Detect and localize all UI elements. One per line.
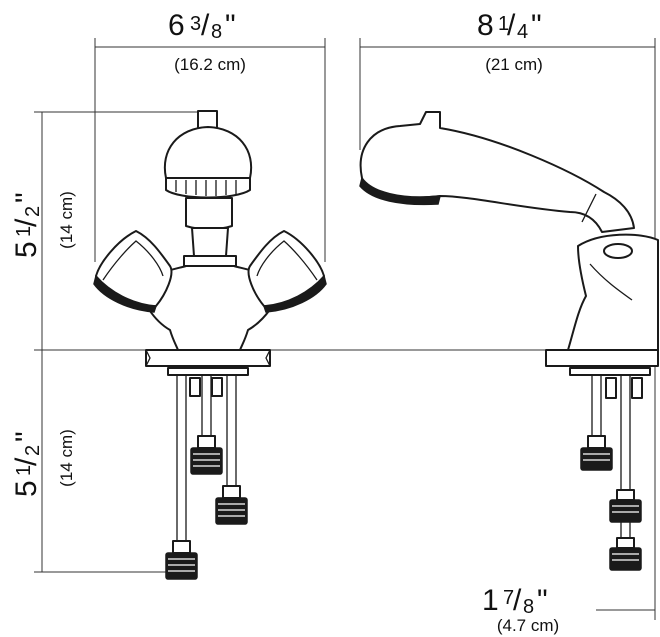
front-spray-head [163,126,253,179]
dim-height-above-unit: " [10,192,43,203]
dim-height-above-num: 1 [13,226,35,237]
svg-text:/: / [201,9,210,42]
dim-width-front-whole: 6 [168,9,185,42]
dim-offset-den: 8 [523,596,534,618]
svg-text:/: / [513,584,522,617]
svg-text:/: / [10,218,43,227]
dim-width-front-unit: " [225,9,236,42]
dim-width-side: 8 1 / 4 " (21 cm) [477,9,543,74]
dim-width-front-num: 3 [190,13,201,35]
dim-width-side-num: 1 [498,13,509,35]
front-neck [191,227,229,257]
dim-offset-metric: (4.7 cm) [497,616,559,635]
side-fitting-3 [609,537,642,571]
front-fitting-3 [165,540,198,580]
side-fitting-2 [609,489,642,523]
faucet-front-view [93,110,327,580]
side-spray-face [359,176,441,206]
dim-height-below-den: 2 [22,445,44,456]
dim-height-below-metric: (14 cm) [57,429,76,487]
dim-height-below-num: 1 [13,465,35,476]
dim-height-above: 5 1 / 2 " [10,192,44,258]
dim-offset-whole: 1 [482,584,499,617]
front-spray-grooves [175,180,237,196]
side-base-spout [567,233,659,351]
svg-text:/: / [507,9,516,42]
dim-width-side-unit: " [531,9,542,42]
dim-height-below: 5 1 / 2 " [10,431,44,497]
front-deck [145,349,271,367]
dim-height-above-metric: (14 cm) [57,191,76,249]
dim-height-below-whole: 5 [10,480,43,497]
dim-height-below-unit: " [10,431,43,442]
dim-width-side-den: 4 [517,21,528,43]
front-handle-left-trim [93,274,158,313]
dim-height-above-whole: 5 [10,241,43,258]
dim-width-front-metric: (16.2 cm) [174,55,246,74]
dim-width-side-whole: 8 [477,9,494,42]
dimension-lines [34,38,656,620]
dim-offset-unit: " [537,584,548,617]
front-body [138,265,282,351]
front-fitting-2 [215,485,248,525]
front-mount-plate [167,367,249,376]
side-mount-plate [569,367,651,376]
dim-width-front-den: 8 [211,21,222,43]
front-fitting-1 [190,435,223,475]
dim-offset: 1 7 / 8 " (4.7 cm) [482,584,559,635]
side-deck [545,349,659,367]
faucet-side-view [359,111,659,571]
dim-width-front: 6 3 / 8 " (16.2 cm) [168,9,246,74]
front-spray-face [165,177,251,199]
front-ring [183,255,237,267]
side-fitting-1 [580,435,613,471]
dim-height-above-den: 2 [22,206,44,217]
side-spray-head [359,111,635,233]
side-button [603,243,633,259]
front-handle-right-trim [262,274,327,313]
front-supply-lines [176,375,237,545]
svg-text:/: / [10,457,43,466]
dim-width-side-metric: (21 cm) [485,55,543,74]
front-hose-collar [185,197,233,230]
dim-offset-num: 7 [503,587,514,609]
